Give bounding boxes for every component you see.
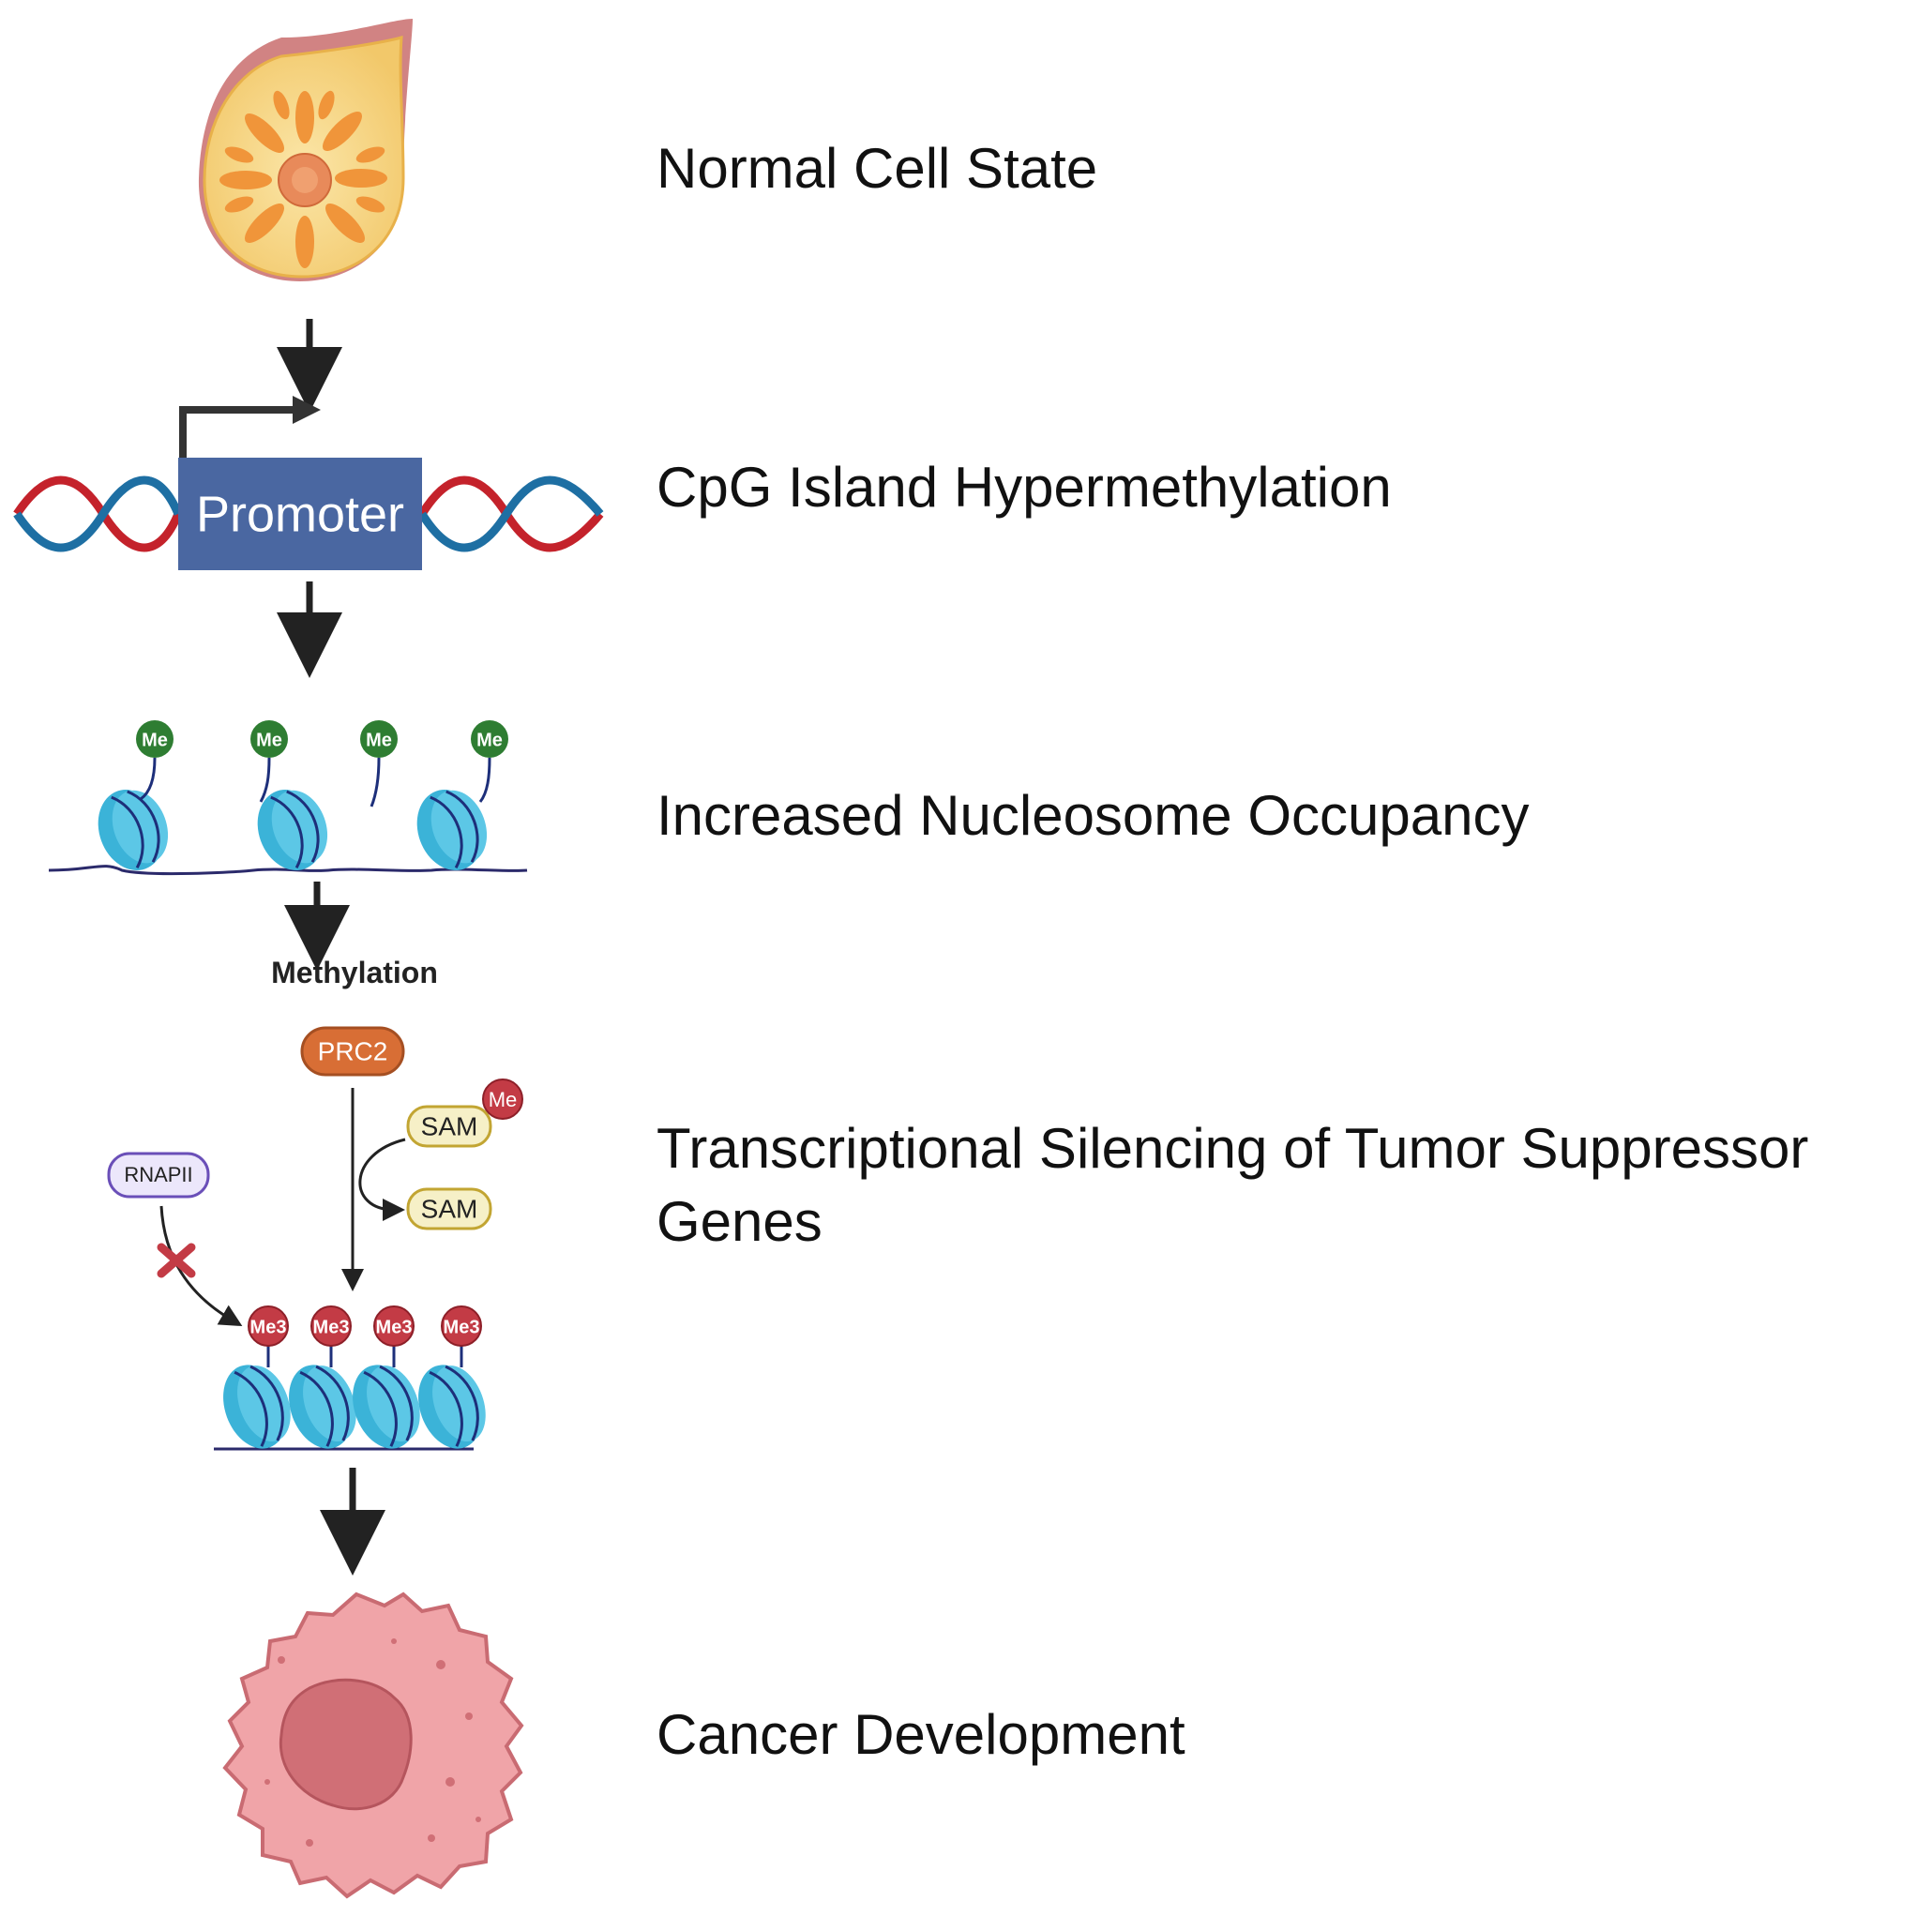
transcription-start-arrow-icon bbox=[179, 406, 305, 458]
svg-text:Me3: Me3 bbox=[250, 1317, 287, 1337]
breast-tissue-icon bbox=[198, 19, 413, 281]
sam-bottom-badge bbox=[406, 1187, 492, 1230]
svg-text:Me: Me bbox=[476, 730, 503, 750]
sam-top-label: SAM bbox=[421, 1111, 478, 1140]
svg-text:Me: Me bbox=[366, 730, 392, 750]
methylation-label: Methylation bbox=[271, 956, 438, 989]
me-mark-1: Me bbox=[136, 720, 174, 758]
me3-mark-1: Me3 bbox=[248, 1305, 289, 1347]
svg-text:Me3: Me3 bbox=[444, 1317, 480, 1337]
sam-conversion-arrow bbox=[358, 1138, 406, 1221]
rnapii-label: RNAPII bbox=[124, 1163, 192, 1186]
sam-me-mark bbox=[482, 1079, 523, 1120]
svg-text:Me: Me bbox=[256, 730, 282, 750]
svg-text:Me3: Me3 bbox=[313, 1317, 350, 1337]
rnapii-badge bbox=[107, 1152, 210, 1199]
me-mark-3: Me bbox=[360, 720, 398, 758]
transcription-start-arrowhead-icon bbox=[293, 396, 321, 424]
stage-label-nucleosome: Increased Nucleosome Occupancy bbox=[657, 784, 1529, 847]
promoter-box bbox=[178, 458, 422, 570]
sam-top-badge bbox=[406, 1105, 492, 1148]
sam-me-label: Me bbox=[489, 1088, 518, 1111]
me3-mark-3: Me3 bbox=[373, 1305, 415, 1347]
stage-label-cpg: CpG Island Hypermethylation bbox=[657, 456, 1392, 519]
silenced-nucleosome-array-icon bbox=[214, 1345, 486, 1451]
nucleosome-array-icon bbox=[48, 757, 528, 876]
promoter-label: Promoter bbox=[196, 486, 404, 542]
svg-text:Me3: Me3 bbox=[376, 1317, 413, 1337]
stage-label-silencing-line2: Genes bbox=[657, 1190, 823, 1253]
prc2-label: PRC2 bbox=[318, 1036, 388, 1065]
stage-label-cancer: Cancer Development bbox=[657, 1703, 1185, 1766]
prc2-badge bbox=[300, 1026, 405, 1077]
me3-mark-4: Me3 bbox=[441, 1305, 482, 1347]
me3-mark-2: Me3 bbox=[310, 1305, 352, 1347]
cancer-cell-icon bbox=[222, 1592, 524, 1899]
stage-label-silencing-line1: Transcriptional Silencing of Tumor Suppr… bbox=[657, 1117, 1808, 1180]
rnapii-blocked-arrow bbox=[159, 1205, 243, 1327]
me-mark-4: Me bbox=[471, 720, 508, 758]
dna-helix-icon bbox=[13, 475, 604, 552]
stage-label-normal: Normal Cell State bbox=[657, 137, 1097, 200]
svg-text:Me: Me bbox=[142, 730, 168, 750]
sam-bottom-label: SAM bbox=[421, 1194, 478, 1223]
me-mark-2: Me bbox=[250, 720, 288, 758]
blocked-x-icon bbox=[157, 1243, 196, 1278]
